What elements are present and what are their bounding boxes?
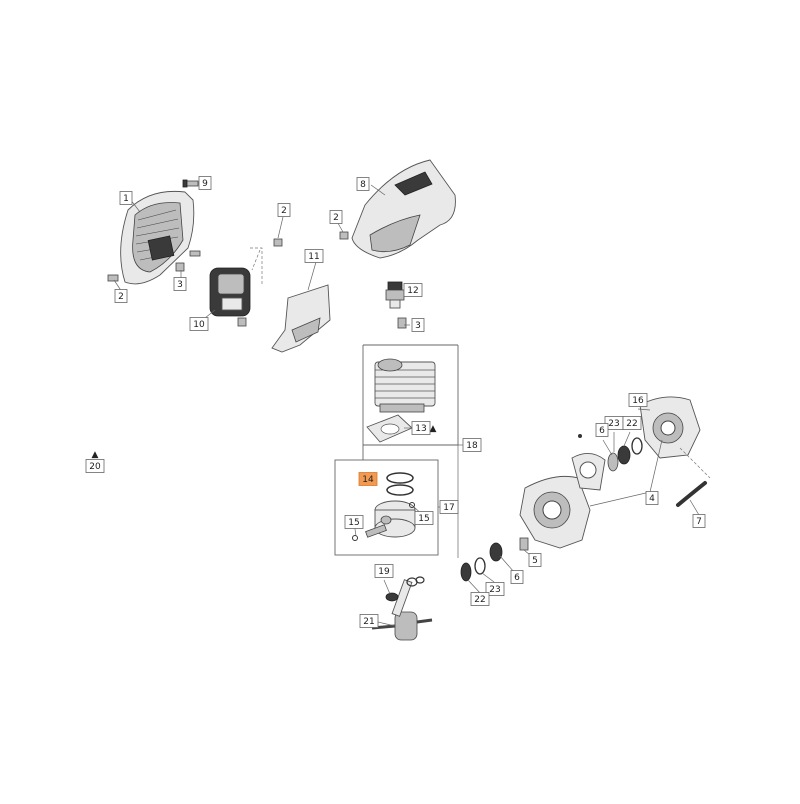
part-label-18[interactable]: 18 [462, 438, 482, 452]
part-label-7[interactable]: 7 [692, 514, 706, 528]
tube-drawing [676, 481, 707, 507]
spark-plug-drawing [385, 281, 405, 309]
part-label-3[interactable]: 3 [173, 277, 187, 291]
fan-cover-drawing [120, 190, 195, 285]
part-number-text: 10 [193, 320, 205, 330]
part-label-2[interactable]: 2 [329, 210, 343, 224]
part-label-6[interactable]: 6 [510, 570, 524, 584]
crankcase-right-drawing [639, 396, 701, 459]
part-number-text: 1 [123, 194, 129, 204]
part-label-14[interactable]: 14 [358, 472, 378, 486]
part-number-text: 9 [202, 179, 208, 189]
part-label-9[interactable]: 9 [198, 176, 212, 190]
bearing-drawings [460, 437, 643, 582]
part-number-text: 22 [474, 595, 485, 605]
part-number-text: 11 [308, 252, 319, 262]
part-number-text: 15 [418, 514, 429, 524]
part-label-5[interactable]: 5 [528, 553, 542, 567]
part-number-text: 4 [649, 494, 655, 504]
part-label-21[interactable]: 21 [359, 614, 379, 628]
part-number-text: 6 [599, 426, 605, 436]
part-label-16[interactable]: 16 [628, 393, 648, 407]
part-label-15[interactable]: 15 [344, 515, 364, 529]
part-label-2[interactable]: 2 [114, 289, 128, 303]
part-number-text: 2 [333, 213, 339, 223]
part-label-1[interactable]: 1 [119, 191, 133, 205]
part-label-22[interactable]: 22 [622, 416, 642, 430]
part-number-text: 16 [632, 396, 644, 406]
screw-drawings [107, 179, 407, 329]
part-number-text: 7 [696, 517, 702, 527]
crankshaft-drawing [371, 576, 433, 641]
part-number-text: 3 [415, 321, 421, 331]
part-number-text: 8 [360, 180, 366, 190]
part-label-12[interactable]: 12 [403, 283, 423, 297]
part-label-11[interactable]: 11 [304, 249, 324, 263]
part-label-3[interactable]: 3 [411, 318, 425, 332]
part-label-15[interactable]: 15 [414, 511, 434, 525]
part-marker-triangle: ▲ [92, 450, 99, 460]
crankcase-left-drawing [519, 475, 591, 549]
part-number-text: 13 [415, 424, 426, 434]
part-number-text: 5 [532, 556, 538, 566]
cylinder-drawing [374, 358, 436, 413]
part-number-text: 3 [177, 280, 183, 290]
part-label-2[interactable]: 2 [277, 203, 291, 217]
part-number-text: 23 [489, 585, 500, 595]
part-label-13[interactable]: ▲ 13 [411, 421, 437, 435]
part-number-text: 6 [514, 573, 520, 583]
part-label-23[interactable]: 23 [604, 416, 624, 430]
part-number-text: 17 [443, 503, 454, 513]
muffler-drawing [209, 267, 251, 317]
part-label-23[interactable]: 23 [485, 582, 505, 596]
part-number-text: 18 [466, 441, 478, 451]
part-number-text: 22 [626, 419, 637, 429]
part-label-4[interactable]: 4 [645, 491, 659, 505]
piston-drawing [374, 500, 416, 538]
part-number-text: 2 [118, 292, 124, 302]
part-number-text: 21 [363, 617, 374, 627]
part-number-text: 2 [281, 206, 287, 216]
part-label-20[interactable]: ▲ 20 [85, 450, 105, 473]
part-number-text: 12 [407, 286, 418, 296]
part-number-text: 14 [362, 475, 374, 485]
part-label-22[interactable]: 22 [470, 592, 490, 606]
part-number-text: 20 [89, 462, 101, 472]
part-label-19[interactable]: 19 [374, 564, 394, 578]
part-label-8[interactable]: 8 [356, 177, 370, 191]
part-marker-triangle: ▲ [430, 424, 437, 434]
heat-shield-drawing [271, 284, 331, 353]
part-label-10[interactable]: 10 [189, 317, 209, 331]
part-label-17[interactable]: 17 [439, 500, 459, 514]
part-label-6[interactable]: 6 [595, 423, 609, 437]
part-number-text: 23 [608, 419, 619, 429]
part-number-text: 15 [348, 518, 359, 528]
part-number-text: 19 [378, 567, 390, 577]
top-cover-drawing [351, 159, 456, 259]
